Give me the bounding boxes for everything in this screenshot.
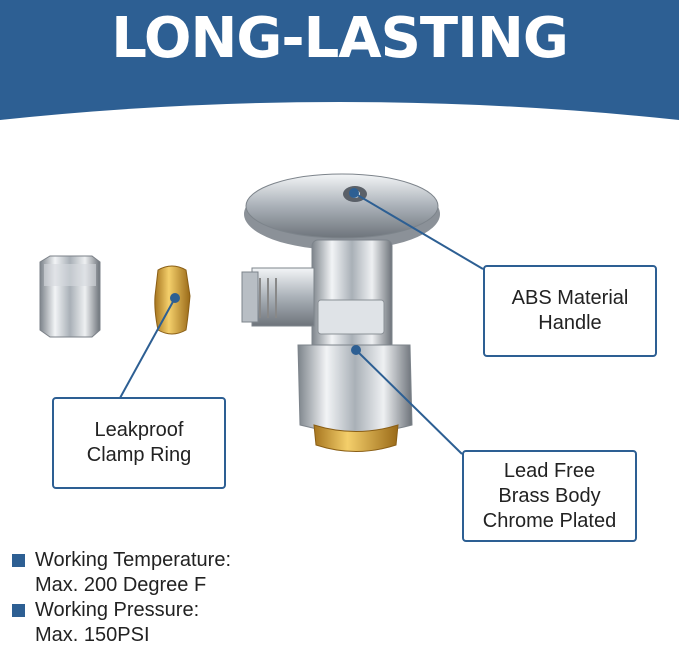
spec-label: Working Temperature: — [35, 549, 232, 571]
callout-line: Handle — [538, 312, 602, 334]
callout-abs-handle: ABS Material Handle — [483, 265, 657, 357]
page-title: LONG-LASTING — [111, 6, 569, 71]
spec-value: Max. 200 Degree F — [35, 574, 207, 596]
callout-line: Clamp Ring — [86, 444, 192, 466]
bullet-square-icon — [12, 554, 25, 567]
leader-lines — [119, 188, 484, 455]
callout-clamp-ring: Leakproof Clamp Ring — [52, 397, 226, 489]
header-banner — [0, 0, 679, 120]
callout-line: Lead Free — [503, 459, 596, 482]
callout-brass-body: Lead Free Brass Body Chrome Plated — [462, 450, 637, 542]
callout-line: Leakproof — [94, 419, 184, 441]
callout-line: Brass Body — [498, 484, 601, 507]
compression-nut — [39, 255, 101, 338]
bullet-square-icon — [12, 604, 25, 617]
spec-label: Working Pressure: — [35, 599, 200, 621]
spec-temperature-label-row: Working Temperature: — [12, 548, 231, 573]
valve-body — [241, 239, 413, 452]
spec-value: Max. 150PSI — [35, 624, 150, 646]
callout-line: Chrome Plated — [482, 509, 617, 532]
spec-pressure-label-row: Working Pressure: — [12, 598, 231, 623]
callout-line: ABS Material — [511, 287, 629, 309]
valve-handle — [244, 173, 440, 250]
spec-list: Working Temperature: Max. 200 Degree F W… — [12, 548, 231, 648]
